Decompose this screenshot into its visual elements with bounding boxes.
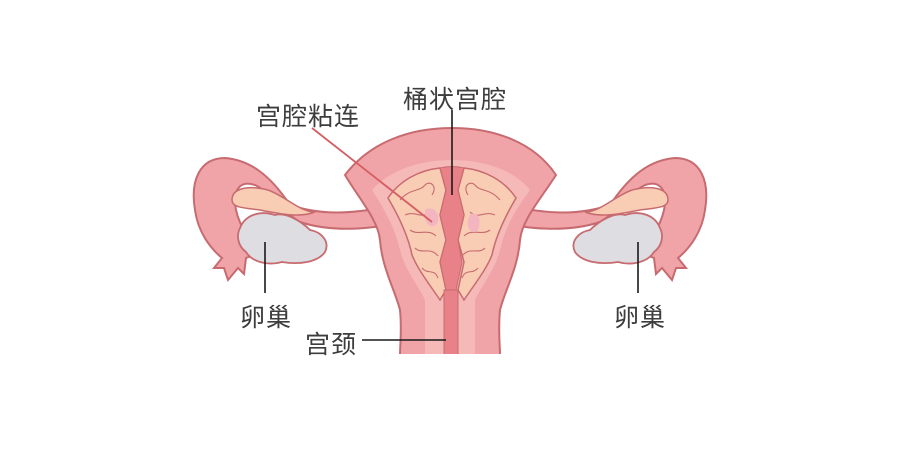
cervical-canal <box>443 289 459 356</box>
left-ovary <box>237 212 328 265</box>
endometrium-left <box>387 167 447 302</box>
label-barrel-cavity: 桶状宫腔 <box>403 85 508 114</box>
label-ovary-right: 卵巢 <box>614 303 667 332</box>
label-adhesion: 宫腔粘连 <box>256 102 361 131</box>
label-ovary-left: 卵巢 <box>240 303 293 332</box>
right-ovary <box>572 212 663 265</box>
endometrium-right <box>457 167 517 302</box>
adhesion-texture <box>399 182 501 279</box>
label-cervix: 宫颈 <box>305 330 358 359</box>
leader-adhesion <box>311 127 433 223</box>
